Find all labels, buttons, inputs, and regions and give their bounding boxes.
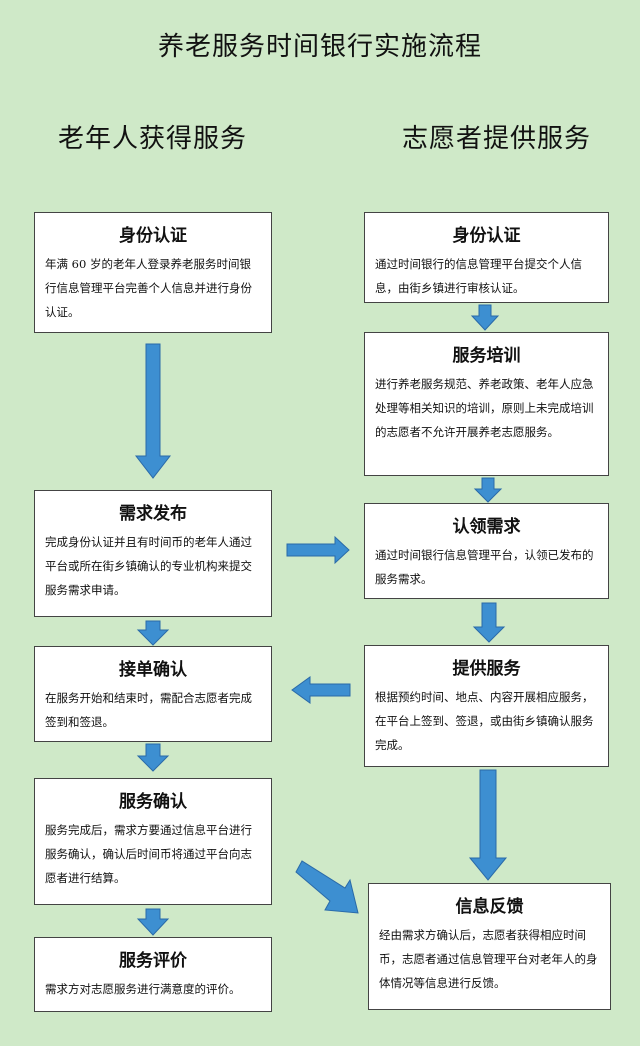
step-body: 根据预约时间、地点、内容开展相应服务，在平台上签到、签退，或由街乡镇确认服务完成… xyxy=(375,690,594,752)
step-title: 服务培训 xyxy=(452,346,521,366)
step-body: 服务完成后，需求方要通过信息平台进行服务确认，确认后时间币将通过平台向志愿者进行… xyxy=(45,823,252,885)
right-step-provide-service: 提供服务 根据预约时间、地点、内容开展相应服务，在平台上签到、签退，或由街乡镇确… xyxy=(364,645,609,767)
arrow-down-left-4 xyxy=(136,908,170,936)
step-title: 服务评价 xyxy=(119,951,187,971)
right-step-feedback: 信息反馈 经由需求方确认后，志愿者获得相应时间币，志愿者通过信息管理平台对老年人… xyxy=(368,883,611,1010)
arrow-down-left-3 xyxy=(136,743,170,772)
left-step-demand-publish: 需求发布 完成身份认证并且有时间币的老年人通过平台或所在街乡镇确认的专业机构来提… xyxy=(34,490,272,617)
step-body: 通过时间银行信息管理平台，认领已发布的服务需求。 xyxy=(375,548,594,586)
right-step-claim-demand: 认领需求 通过时间银行信息管理平台，认领已发布的服务需求。 xyxy=(364,503,609,599)
step-title: 提供服务 xyxy=(452,659,521,679)
step-title: 信息反馈 xyxy=(455,897,524,917)
arrow-right-demand-to-claim xyxy=(286,535,350,565)
arrow-down-right-3 xyxy=(472,602,506,643)
left-column-heading: 老年人获得服务 xyxy=(58,124,248,154)
step-body: 需求方对志愿服务进行满意度的评价。 xyxy=(45,982,241,996)
step-title: 接单确认 xyxy=(119,660,187,680)
arrow-diagonal-confirm-to-feedback xyxy=(295,860,359,914)
arrow-down-left-1 xyxy=(134,343,172,479)
step-title: 需求发布 xyxy=(119,504,187,524)
left-step-service-confirm: 服务确认 服务完成后，需求方要通过信息平台进行服务确认，确认后时间币将通过平台向… xyxy=(34,778,272,905)
step-body: 进行养老服务规范、养老政策、老年人应急处理等相关知识的培训，原则上未完成培训的志… xyxy=(375,377,594,439)
arrow-down-left-2 xyxy=(136,620,170,646)
step-body: 通过时间银行的信息管理平台提交个人信息，由街乡镇进行审核认证。 xyxy=(375,257,582,295)
arrow-left-provide-to-order xyxy=(291,676,351,704)
step-body: 完成身份认证并且有时间币的老年人通过平台或所在街乡镇确认的专业机构来提交服务需求… xyxy=(45,535,252,597)
left-step-service-review: 服务评价 需求方对志愿服务进行满意度的评价。 xyxy=(34,937,272,1012)
step-title: 认领需求 xyxy=(452,517,521,537)
arrow-down-right-4 xyxy=(468,769,508,881)
step-body: 经由需求方确认后，志愿者获得相应时间币，志愿者通过信息管理平台对老年人的身体情况… xyxy=(379,928,598,990)
step-title: 服务确认 xyxy=(119,792,187,812)
right-column-heading: 志愿者提供服务 xyxy=(402,124,592,154)
step-title: 身份认证 xyxy=(452,226,521,246)
diagram-title: 养老服务时间银行实施流程 xyxy=(157,32,482,62)
arrow-down-right-2 xyxy=(473,477,503,503)
left-step-order-confirm: 接单确认 在服务开始和结束时，需配合志愿者完成签到和签退。 xyxy=(34,646,272,742)
step-title: 身份认证 xyxy=(119,226,187,246)
step-body: 年满 60 岁的老年人登录养老服务时间银行信息管理平台完善个人信息并进行身份认证… xyxy=(45,257,252,319)
step-body: 在服务开始和结束时，需配合志愿者完成签到和签退。 xyxy=(45,691,252,729)
right-step-training: 服务培训 进行养老服务规范、养老政策、老年人应急处理等相关知识的培训，原则上未完… xyxy=(364,332,609,476)
left-step-identity: 身份认证 年满 60 岁的老年人登录养老服务时间银行信息管理平台完善个人信息并进… xyxy=(34,212,272,333)
right-step-identity: 身份认证 通过时间银行的信息管理平台提交个人信息，由街乡镇进行审核认证。 xyxy=(364,212,609,303)
arrow-down-right-1 xyxy=(470,304,500,331)
